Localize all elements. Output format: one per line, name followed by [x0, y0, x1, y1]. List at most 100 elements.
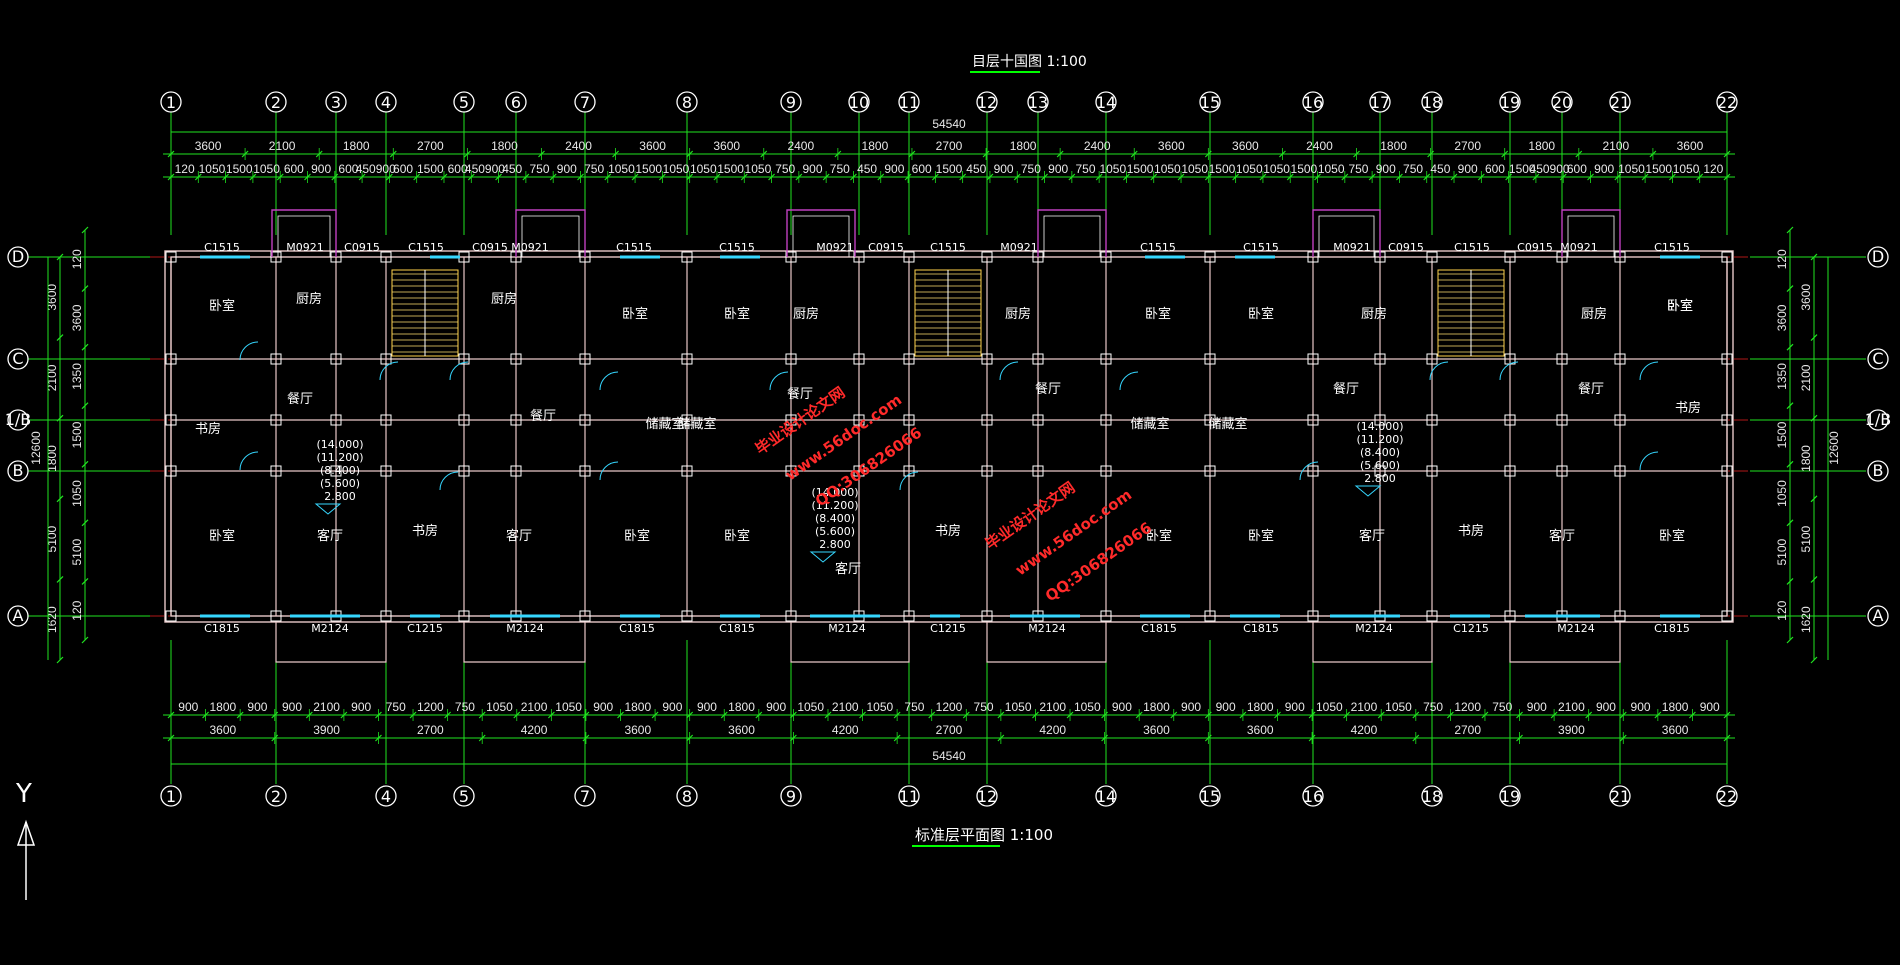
- axis-label-top: 5: [459, 93, 469, 112]
- dimension-value: 900: [557, 162, 577, 176]
- room-label: 储藏室: [645, 416, 684, 432]
- axis-label-top: 13: [1028, 93, 1048, 112]
- room-label: 餐厅: [1333, 381, 1359, 397]
- dimension-value: 2700: [1454, 139, 1481, 153]
- window-label-bottom: M2124: [828, 622, 866, 635]
- dimension-value: 5100: [1775, 538, 1789, 565]
- axis-label-top: 15: [1200, 93, 1220, 112]
- elevation-label: (5.600): [1360, 459, 1400, 472]
- axis-label-top: 21: [1610, 93, 1630, 112]
- dimension-value: 1050: [1263, 162, 1290, 176]
- room-label: 卧室: [209, 298, 235, 314]
- top-plan-title: 目层十国图 1:100: [972, 54, 1087, 70]
- bottom-plan-title: 标准层平面图 1:100: [915, 826, 1053, 844]
- axis-label-bottom: 14: [1096, 787, 1116, 806]
- dimension-value: 1050: [1673, 162, 1700, 176]
- elevation-label: (5.600): [320, 477, 360, 490]
- dimension-value: 1050: [253, 162, 280, 176]
- window-label-bottom: C1815: [1654, 622, 1690, 635]
- axis-bubble-right: [1867, 246, 1889, 268]
- dimension-value: 1050: [1236, 162, 1263, 176]
- axis-bubble-left: [7, 605, 29, 627]
- dimension-value: 900: [282, 700, 302, 714]
- dimension-value: 1050: [663, 162, 690, 176]
- room-label: 储藏室: [677, 416, 716, 432]
- window-label-top: C1515: [719, 241, 755, 254]
- total-dimension-bottom: 54540: [932, 749, 966, 763]
- window-label-top: C1515: [930, 241, 966, 254]
- dimension-value: 1050: [1074, 700, 1101, 714]
- dimension-value: 3600: [713, 139, 740, 153]
- dimension-value: 900: [994, 162, 1014, 176]
- axis-label-top: 19: [1500, 93, 1520, 112]
- dimension-value: 120: [70, 600, 84, 620]
- dimension-value: 1800: [1380, 139, 1407, 153]
- window-label-top: C1515: [1140, 241, 1176, 254]
- axis-bubble-top: [160, 91, 182, 113]
- dimension-value: 3600: [1247, 723, 1274, 737]
- axis-label-left: C: [12, 349, 23, 368]
- axis-bubble-bottom: [676, 785, 698, 807]
- elevation-label: (14.000): [811, 486, 858, 499]
- dimension-value: 1500: [1645, 162, 1672, 176]
- axis-bubble-bottom: [375, 785, 397, 807]
- dimension-value: 1800: [343, 139, 370, 153]
- dimension-value: 600: [284, 162, 304, 176]
- dimension-value: 900: [247, 700, 267, 714]
- dimension-value: 2400: [1084, 139, 1111, 153]
- window-label-top: C0915: [344, 241, 380, 254]
- room-label: 卧室: [1248, 528, 1274, 544]
- dimension-value: 900: [884, 162, 904, 176]
- axis-bubble-top: [898, 91, 920, 113]
- room-label: 卧室: [724, 306, 750, 322]
- elevation-label: 2.800: [819, 538, 851, 551]
- axis-bubble-top: [1551, 91, 1573, 113]
- dimension-value: 3600: [1662, 723, 1689, 737]
- dimension-value: 3600: [1143, 723, 1170, 737]
- room-label: 客厅: [506, 528, 532, 544]
- dimension-value: 750: [386, 700, 406, 714]
- dimension-value: 2400: [787, 139, 814, 153]
- dimension-value: 1500: [1209, 162, 1236, 176]
- dimension-value: 1050: [608, 162, 635, 176]
- dimension-value: 750: [1423, 700, 1443, 714]
- window-label-top: C0915: [1388, 241, 1424, 254]
- axis-bubble-top: [453, 91, 475, 113]
- axis-label-right: 1/B: [1865, 410, 1892, 429]
- dimension-value: 1050: [1385, 700, 1412, 714]
- ucs-icon: Y: [15, 779, 36, 900]
- dimension-value: 1350: [1775, 363, 1789, 390]
- room-label: 厨房: [1005, 306, 1031, 322]
- axis-bubble-top: [1609, 91, 1631, 113]
- dimension-value: 750: [584, 162, 604, 176]
- dimension-value: 1500: [1775, 421, 1789, 448]
- room-label: 餐厅: [787, 386, 813, 402]
- room-label: 餐厅: [530, 408, 556, 424]
- axis-bubble-left: [7, 348, 29, 370]
- window-label-top: C1515: [408, 241, 444, 254]
- room-label: 厨房: [491, 291, 517, 307]
- axis-bubble-top: [1421, 91, 1443, 113]
- axis-label-right: C: [1872, 349, 1883, 368]
- axis-bubble-bottom: [898, 785, 920, 807]
- dimension-value: 900: [1285, 700, 1305, 714]
- dimension-value: 900: [311, 162, 331, 176]
- dimension-value: 1200: [417, 700, 444, 714]
- room-label: 卧室: [1146, 528, 1172, 544]
- axis-label-bottom: 7: [580, 787, 590, 806]
- dimension-value: 900: [593, 700, 613, 714]
- room-label: 客厅: [1359, 528, 1385, 544]
- dimension-value: 900: [802, 162, 822, 176]
- dimension-value: 750: [974, 700, 994, 714]
- dimension-value: 1050: [1775, 480, 1789, 507]
- dimension-value: 1050: [797, 700, 824, 714]
- dimension-value: 600: [1567, 162, 1587, 176]
- axis-label-top: 17: [1370, 93, 1390, 112]
- dimension-value: 3600: [1799, 284, 1813, 311]
- dimension-value: 900: [697, 700, 717, 714]
- dimension-value: 2100: [1799, 364, 1813, 391]
- axis-bubble-bottom: [1499, 785, 1521, 807]
- axis-bubble-bottom: [265, 785, 287, 807]
- elevation-label: 2.800: [1364, 472, 1396, 485]
